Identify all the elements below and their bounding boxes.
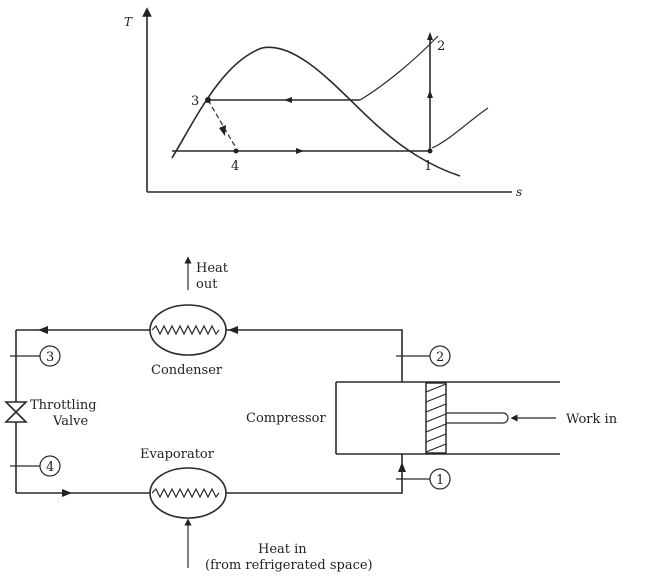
pipe-bottom-arrow-up — [398, 462, 406, 472]
ts-arrow-3-4 — [219, 125, 226, 136]
ts-point-label-3: 3 — [191, 94, 199, 109]
cycle-schematic: Heat out Condenser Throttling Valve 3 4 — [4, 256, 618, 573]
state-4-circle — [39, 455, 61, 477]
superheat-curve-lower — [431, 107, 489, 149]
ts-arrow-1-2-top — [427, 32, 433, 40]
piston-rod — [446, 412, 509, 424]
state-1-label: 1 — [436, 473, 444, 488]
heat-in-label-2: (from refrigerated space) — [205, 558, 373, 573]
ts-line-3-4 — [207, 99, 237, 149]
condenser-coil-icon — [151, 324, 220, 336]
throttling-label-1: Throttling — [30, 398, 97, 413]
evaporator-vessel — [149, 467, 227, 519]
pipe-top-arrow-right — [228, 326, 238, 334]
state-3-label: 3 — [46, 350, 54, 365]
ts-point-label-2: 2 — [437, 39, 445, 54]
condenser-vessel — [149, 304, 227, 356]
state-3-circle — [39, 345, 61, 367]
heat-in-label-1: Heat in — [258, 542, 307, 557]
ts-point-3 — [205, 97, 211, 103]
pipe-bottom-arrow-left — [62, 489, 72, 497]
heat-out-label-1: Heat — [196, 261, 229, 276]
ts-point-4 — [233, 148, 239, 154]
evaporator-coil-icon — [151, 487, 220, 499]
state-2-circle — [429, 345, 451, 367]
piston-hatch — [425, 383, 447, 453]
ts-arrow-2-3 — [284, 97, 292, 103]
heat-out-label-2: out — [196, 277, 218, 292]
pipe-top — [226, 329, 403, 382]
ts-diagram: T s 3 4 1 2 — [124, 7, 522, 199]
ts-point-label-4: 4 — [231, 159, 239, 174]
state-1-circle — [429, 468, 451, 490]
saturation-dome — [171, 46, 461, 177]
ts-point-label-1: 1 — [424, 159, 432, 174]
pipe-top-arrow-left — [38, 326, 48, 334]
ts-x-axis-label: s — [516, 185, 522, 199]
condenser-label: Condenser — [151, 363, 223, 378]
superheat-curve-upper — [359, 35, 439, 101]
state-2-label: 2 — [436, 350, 444, 365]
ts-arrow-1-2 — [427, 90, 433, 98]
compressor-label: Compressor — [246, 411, 326, 426]
ts-point-1 — [427, 148, 433, 154]
ts-arrow-4-1 — [296, 148, 304, 154]
pipe-bottom-right — [226, 454, 403, 494]
evaporator-label: Evaporator — [140, 447, 215, 462]
throttling-valve-icon — [4, 401, 28, 423]
throttling-label-2: Valve — [52, 414, 88, 429]
work-in-label: Work in — [566, 412, 618, 427]
state-4-label: 4 — [46, 460, 54, 475]
ts-y-axis-label: T — [124, 15, 133, 29]
